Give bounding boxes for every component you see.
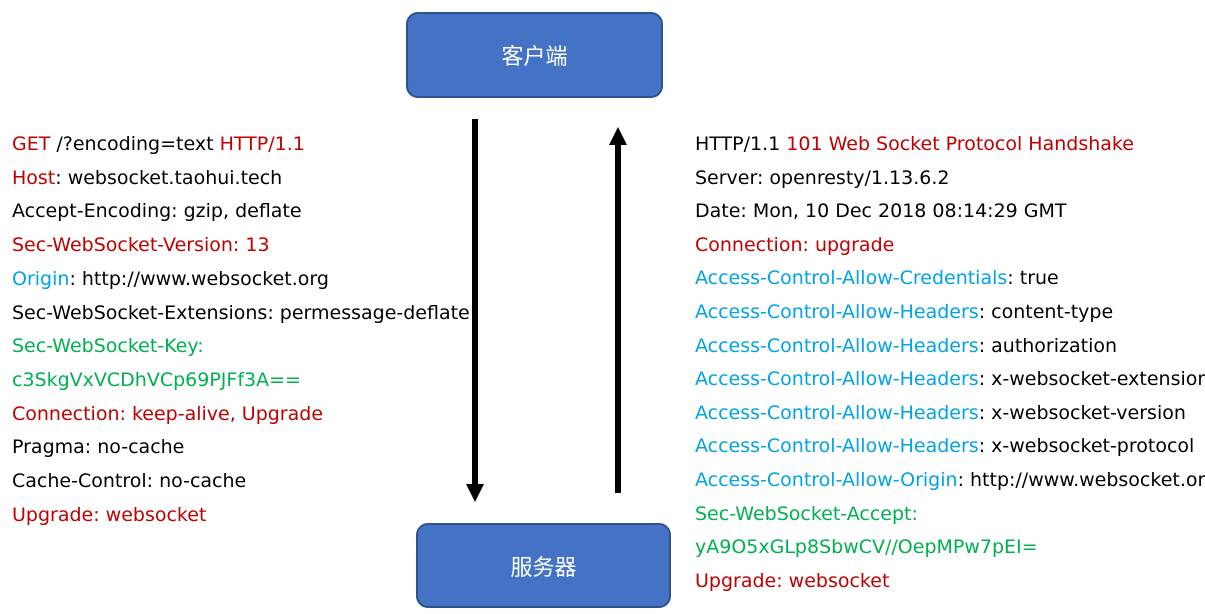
response-header-line: Access-Control-Allow-Headers: x-websocke… bbox=[695, 433, 1194, 459]
request-header-line-segment: Sec-WebSocket-Version: 13 bbox=[12, 234, 270, 257]
request-header-line-segment: Upgrade: websocket bbox=[12, 503, 207, 526]
request-header-line-segment: Cache-Control: no-cache bbox=[12, 470, 247, 492]
request-header-line: Cache-Control: no-cache bbox=[12, 468, 246, 494]
client-node: 客户端 bbox=[406, 12, 663, 98]
request-header-line-segment: HTTP/1.1 bbox=[219, 133, 305, 155]
request-header-line-segment: Pragma: no-cache bbox=[12, 436, 185, 459]
request-header-line: Upgrade: websocket bbox=[12, 502, 206, 528]
response-header-line: Access-Control-Allow-Headers: x-websocke… bbox=[695, 400, 1186, 426]
response-header-line-segment: Access-Control-Allow-Headers bbox=[695, 334, 979, 357]
response-header-line-segment: 101 Web Socket Protocol Handshake bbox=[786, 133, 1134, 155]
response-header-line: Server: openresty/1.13.6.2 bbox=[695, 165, 949, 191]
response-header-line-segment: Access-Control-Allow-Headers bbox=[695, 368, 979, 391]
request-header-line-segment: Accept-Encoding: gzip, deflate bbox=[12, 200, 302, 223]
response-header-line-segment: HTTP/1.1 bbox=[695, 133, 787, 155]
response-header-line: yA9O5xGLp8SbwCV//OepMPw7pEI= bbox=[695, 534, 1038, 560]
response-header-line-segment: Sec-WebSocket-Accept: bbox=[695, 502, 918, 525]
response-header-line-segment: : authorization bbox=[978, 334, 1118, 357]
response-header-line-segment: : true bbox=[1007, 267, 1059, 290]
response-header-line-segment: Server: openresty/1.13.6.2 bbox=[695, 166, 950, 189]
request-header-line-segment: Connection: keep-alive, Upgrade bbox=[12, 402, 324, 425]
response-header-line: Access-Control-Allow-Headers: content-ty… bbox=[695, 299, 1113, 325]
request-header-line-segment: Origin bbox=[12, 267, 70, 290]
response-header-line: HTTP/1.1 101 Web Socket Protocol Handsha… bbox=[695, 131, 1134, 157]
server-node: 服务器 bbox=[416, 523, 671, 608]
response-header-line: Date: Mon, 10 Dec 2018 08:14:29 GMT bbox=[695, 198, 1067, 224]
request-header-line: Sec-WebSocket-Key: bbox=[12, 333, 204, 359]
server-label: 服务器 bbox=[510, 555, 577, 581]
response-arrow bbox=[609, 127, 627, 493]
response-header-line-segment: : x-websocket-version bbox=[978, 401, 1186, 424]
request-header-line: Accept-Encoding: gzip, deflate bbox=[12, 198, 302, 224]
response-header-line-segment: yA9O5xGLp8SbwCV//OepMPw7pEI= bbox=[695, 536, 1038, 559]
request-header-line-segment: : http://www.websocket.org bbox=[69, 267, 329, 290]
response-header-line-segment: : content-type bbox=[978, 301, 1114, 323]
request-header-line-segment: Sec-WebSocket-Key: bbox=[12, 335, 204, 358]
response-header-line: Sec-WebSocket-Accept: bbox=[695, 501, 918, 527]
response-header-line-segment: Upgrade: websocket bbox=[695, 569, 890, 592]
request-header-line: Sec-WebSocket-Version: 13 bbox=[12, 232, 270, 258]
request-header-line-segment: Host bbox=[12, 166, 56, 189]
client-label: 客户端 bbox=[501, 45, 568, 70]
request-header-line-segment: Sec-WebSocket-Extensions: permessage-def… bbox=[12, 301, 470, 324]
response-header-line: Access-Control-Allow-Credentials: true bbox=[695, 265, 1059, 291]
request-header-line: Origin: http://www.websocket.org bbox=[12, 266, 329, 292]
response-header-line: Access-Control-Allow-Origin: http://www.… bbox=[695, 467, 1205, 493]
request-header-line: Sec-WebSocket-Extensions: permessage-def… bbox=[12, 300, 470, 326]
response-header-line: Access-Control-Allow-Headers: x-websocke… bbox=[695, 366, 1205, 392]
response-header-line-segment: Access-Control-Allow-Headers bbox=[695, 435, 979, 458]
request-header-line: Pragma: no-cache bbox=[12, 434, 184, 460]
response-header-line-segment: : x-websocket-protocol bbox=[978, 435, 1195, 458]
response-header-line-segment: : x-websocket-extensions bbox=[978, 368, 1205, 391]
request-header-line: Connection: keep-alive, Upgrade bbox=[12, 401, 323, 427]
request-header-line-segment: /?encoding=text bbox=[50, 133, 220, 155]
response-header-line-segment: Access-Control-Allow-Origin bbox=[695, 469, 958, 491]
response-header-line-segment: Connection: upgrade bbox=[695, 233, 895, 256]
response-header-line: Access-Control-Allow-Headers: authorizat… bbox=[695, 333, 1117, 359]
request-header-line-segment: c3SkgVxVCDhVCp69PJFf3A== bbox=[12, 368, 301, 391]
request-header-line-segment: GET bbox=[12, 133, 51, 155]
response-header-line: Connection: upgrade bbox=[695, 232, 894, 258]
response-header-line: Upgrade: websocket bbox=[695, 568, 889, 594]
request-header-line: Host: websocket.taohui.tech bbox=[12, 165, 282, 191]
response-header-line-segment: : http://www.websocket.org bbox=[957, 469, 1205, 491]
response-header-line-segment: Access-Control-Allow-Headers bbox=[695, 401, 979, 424]
request-header-line: GET /?encoding=text HTTP/1.1 bbox=[12, 131, 305, 157]
response-header-line-segment: Access-Control-Allow-Headers bbox=[695, 301, 979, 323]
request-header-line: c3SkgVxVCDhVCp69PJFf3A== bbox=[12, 367, 301, 393]
request-header-line-segment: : websocket.taohui.tech bbox=[55, 166, 283, 189]
response-header-line-segment: Date: Mon, 10 Dec 2018 08:14:29 GMT bbox=[695, 200, 1067, 223]
response-header-line-segment: Access-Control-Allow-Credentials bbox=[695, 267, 1008, 290]
